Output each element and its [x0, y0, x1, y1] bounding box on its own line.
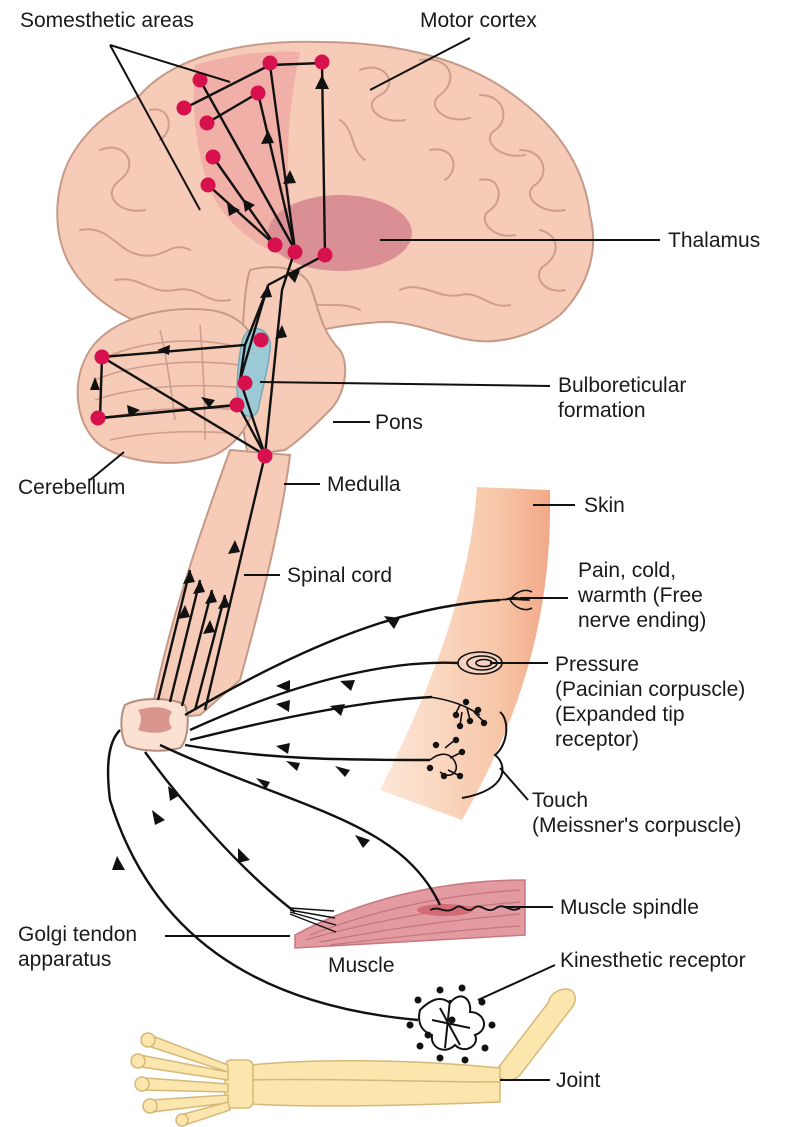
- label-bulboreticular-line2: formation: [558, 398, 686, 423]
- label-touch-line2: (Meissner's corpuscle): [532, 813, 741, 838]
- label-golgi-line1: Golgi tendon: [18, 922, 137, 947]
- label-spinal-cord: Spinal cord: [287, 563, 392, 588]
- skin-strip: [380, 487, 550, 820]
- label-cerebellum: Cerebellum: [18, 475, 125, 500]
- label-muscle-spindle: Muscle spindle: [560, 895, 699, 920]
- label-kinesthetic-receptor: Kinesthetic receptor: [560, 948, 746, 973]
- muscle: [290, 880, 525, 948]
- label-somesthetic-areas: Somesthetic areas: [20, 8, 194, 33]
- label-skin: Skin: [584, 493, 625, 518]
- label-pain-line2: warmth (Free: [578, 583, 706, 608]
- label-motor-cortex: Motor cortex: [420, 8, 537, 33]
- label-pain-line1: Pain, cold,: [578, 558, 706, 583]
- label-muscle: Muscle: [328, 953, 395, 978]
- label-touch-line1: Touch: [532, 788, 741, 813]
- label-pressure-line2: (Pacinian corpuscle): [555, 677, 745, 702]
- label-golgi-tendon-apparatus: Golgi tendon apparatus: [18, 922, 137, 972]
- label-bulboreticular-formation: Bulboreticular formation: [558, 373, 686, 423]
- label-bulboreticular-line1: Bulboreticular: [558, 373, 686, 398]
- label-medulla: Medulla: [327, 472, 401, 497]
- label-joint: Joint: [556, 1068, 600, 1093]
- label-pressure: Pressure (Pacinian corpuscle) (Expanded …: [555, 652, 745, 752]
- label-expanded-line2: receptor): [555, 727, 745, 752]
- label-pain-cold-warmth: Pain, cold, warmth (Free nerve ending): [578, 558, 706, 633]
- label-touch: Touch (Meissner's corpuscle): [532, 788, 741, 838]
- label-pons: Pons: [375, 410, 423, 435]
- label-expanded-line1: (Expanded tip: [555, 702, 745, 727]
- label-pressure-line1: Pressure: [555, 652, 745, 677]
- label-pain-line3: nerve ending): [578, 608, 706, 633]
- label-thalamus: Thalamus: [668, 228, 760, 253]
- label-golgi-line2: apparatus: [18, 947, 137, 972]
